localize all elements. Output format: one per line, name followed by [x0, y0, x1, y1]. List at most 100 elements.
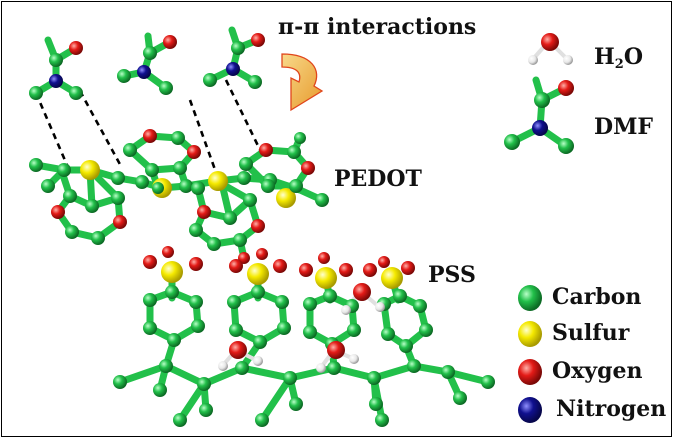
- carbon-atom: [558, 138, 574, 154]
- oxygen-atom: [143, 255, 157, 269]
- carbon-atom: [303, 325, 317, 339]
- carbon-atom: [229, 323, 243, 337]
- oxygen-atom: [299, 263, 313, 277]
- carbon-atom: [41, 179, 55, 193]
- carbon-atom: [289, 397, 303, 411]
- carbon-atom: [69, 86, 83, 100]
- carbon-atom: [65, 225, 79, 239]
- oxygen-atom: [113, 215, 127, 229]
- carbon-atom: [287, 145, 301, 159]
- water-formula-label: H2O: [594, 44, 643, 72]
- carbon-atom: [49, 53, 63, 67]
- nitrogen-atom: [49, 74, 63, 88]
- pss-label: PSS: [428, 262, 476, 288]
- oxygen-atom: [189, 257, 203, 271]
- carbon-atom: [143, 321, 157, 335]
- hydrogen-atom: [341, 305, 351, 315]
- oxygen-atom: [363, 263, 377, 277]
- carbon-atom: [111, 171, 125, 185]
- oxygen-atom: [197, 205, 211, 219]
- carbon-atom: [29, 158, 43, 172]
- carbon-atom: [367, 371, 381, 385]
- carbon-atom: [419, 323, 433, 337]
- oxygen-atom: [327, 341, 345, 359]
- carbon-atom: [237, 171, 251, 185]
- carbon-atom: [117, 69, 131, 83]
- carbon-atom: [159, 81, 173, 95]
- pi-pi-interactions-label: π-π interactions: [278, 14, 477, 40]
- legend-label-carbon: Carbon: [552, 284, 642, 310]
- oxygen-atom: [259, 143, 273, 157]
- oxygen-atom: [251, 219, 265, 233]
- legend-label-nitrogen: Nitrogen: [556, 396, 667, 422]
- carbon-atom: [179, 179, 193, 193]
- carbon-atom: [223, 211, 237, 225]
- carbon-atom: [504, 134, 520, 150]
- carbon-atom: [171, 131, 185, 145]
- sulfur-atom: [247, 263, 269, 285]
- oxygen-atom: [541, 33, 559, 51]
- carbon-atom: [153, 383, 167, 397]
- carbon-atom: [63, 189, 77, 203]
- sulfur-atom: [381, 267, 403, 289]
- carbon-atom: [243, 193, 257, 207]
- carbon-atom: [453, 391, 467, 405]
- legend-label-sulfur: Sulfur: [552, 320, 630, 346]
- carbon-atom: [235, 361, 249, 375]
- carbon-atom: [323, 289, 337, 303]
- carbon-atom: [239, 157, 253, 171]
- water-formula-subscript: 2: [614, 57, 624, 72]
- carbon-atom: [57, 163, 71, 177]
- sulfur-atom: [315, 267, 337, 289]
- carbon-atom: [261, 179, 275, 193]
- carbon-atom: [159, 359, 173, 373]
- carbon-atom: [381, 327, 395, 341]
- carbon-atom: [481, 375, 495, 389]
- oxygen-atom: [301, 161, 315, 175]
- hydrogen-atom: [563, 55, 573, 65]
- sulfur-atom: [276, 188, 296, 208]
- oxygen-atom: [378, 256, 390, 268]
- carbon-atom: [203, 73, 217, 87]
- carbon-atom: [407, 359, 421, 373]
- carbon-atom: [233, 233, 247, 247]
- carbon-atom: [199, 403, 213, 417]
- carbon-atom: [143, 293, 157, 307]
- oxygen-atom: [273, 259, 287, 273]
- carbon-atom: [189, 295, 203, 309]
- oxygen-atom: [162, 246, 174, 258]
- carbon-atom: [253, 335, 267, 349]
- carbon-atom: [29, 86, 43, 100]
- oxygen-atom: [251, 33, 265, 47]
- water-formula-h: H: [594, 44, 615, 70]
- carbon-atom: [227, 295, 241, 309]
- carbon-atom: [85, 199, 99, 213]
- oxygen-atom: [238, 252, 250, 264]
- water-formula-o: O: [623, 44, 644, 70]
- oxygen-atom: [401, 261, 415, 275]
- carbon-atom: [91, 231, 105, 245]
- hydrogen-atom: [528, 55, 538, 65]
- carbon-atom: [441, 365, 455, 379]
- hydrogen-atom: [349, 354, 359, 364]
- dmf-label: DMF: [594, 114, 654, 140]
- carbon-atom: [393, 289, 407, 303]
- carbon-atom: [283, 371, 297, 385]
- carbon-atom: [152, 182, 164, 194]
- carbon-atom: [143, 46, 157, 60]
- oxygen-atom: [256, 248, 268, 260]
- sulfur-atom: [208, 171, 228, 191]
- carbon-atom: [231, 41, 245, 55]
- carbon-atom: [191, 319, 205, 333]
- oxygen-atom: [339, 263, 353, 277]
- oxygen-atom: [318, 252, 330, 264]
- carbon-atom: [207, 237, 221, 251]
- hydrogen-atom: [375, 302, 385, 312]
- hydrogen-atom: [253, 356, 263, 366]
- pedot-label: PEDOT: [334, 166, 422, 192]
- carbon-atom: [189, 223, 203, 237]
- hydrogen-atom: [316, 363, 326, 373]
- carbon-atom: [315, 193, 329, 207]
